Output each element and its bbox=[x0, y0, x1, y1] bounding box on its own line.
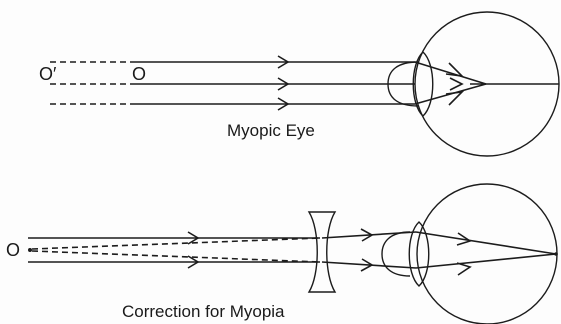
myopic-eye-diagram: O′ O Myopic Eye bbox=[39, 11, 560, 157]
arrowhead-converge-3-top bbox=[445, 90, 465, 106]
dashed-ray-upper-bottom bbox=[31, 237, 321, 250]
arrowhead-lower-out-bottom bbox=[360, 258, 374, 272]
arrowhead-upper-in-bottom bbox=[187, 231, 200, 245]
correction-caption: Correction for Myopia bbox=[122, 302, 285, 321]
ray-upper-eye-bottom bbox=[415, 231, 557, 255]
ray-lower-out-bottom bbox=[321, 261, 417, 269]
eye-lens-top bbox=[412, 51, 434, 117]
arrowhead-ray-3-top bbox=[277, 97, 290, 111]
object-point-bottom bbox=[28, 248, 32, 252]
ray-lower-eye-bottom bbox=[415, 253, 557, 269]
arrowhead-ray-2-top bbox=[277, 77, 290, 91]
arrowhead-upper-eye-bottom bbox=[456, 232, 472, 246]
arrowhead-ray-1-top bbox=[277, 55, 290, 69]
arrowhead-converge-1-top bbox=[445, 62, 465, 78]
correction-diagram: O Correction for Myopia bbox=[6, 183, 558, 324]
myopic-eye-caption: Myopic Eye bbox=[227, 121, 315, 140]
arrowhead-converge-2-top bbox=[449, 77, 464, 91]
eye-lens-bottom bbox=[408, 221, 430, 287]
cornea-bottom bbox=[381, 231, 411, 277]
converge-ray-1-top bbox=[414, 61, 487, 85]
eyeball-bottom bbox=[416, 183, 558, 324]
object-label-top: O bbox=[132, 64, 146, 84]
arrowhead-lower-eye-bottom bbox=[456, 262, 472, 276]
concave-lens bbox=[307, 211, 337, 293]
ray-upper-out-bottom bbox=[321, 231, 417, 239]
dashed-ray-lower-bottom bbox=[31, 250, 321, 263]
arrowhead-upper-out-bottom bbox=[360, 228, 374, 242]
far-point-label: O′ bbox=[39, 64, 57, 84]
retina-focus-point bbox=[554, 252, 558, 256]
arrowhead-lower-in-bottom bbox=[187, 255, 200, 269]
object-label-bottom: O bbox=[6, 240, 20, 260]
